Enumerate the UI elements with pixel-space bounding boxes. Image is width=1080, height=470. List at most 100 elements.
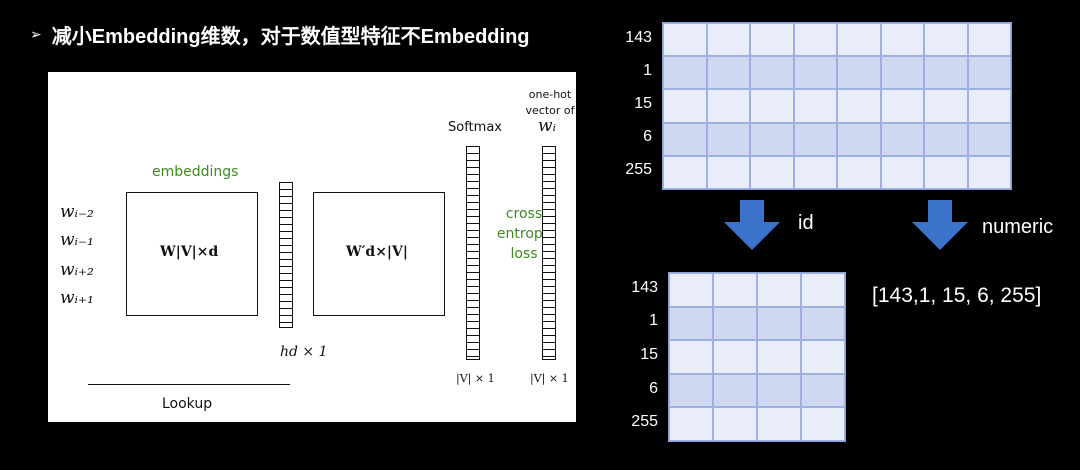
down-arrow-id-icon [724, 200, 780, 250]
table-cell [750, 122, 794, 156]
table-cell [967, 155, 1011, 189]
table-cell [713, 306, 757, 341]
numeric-label: numeric [982, 216, 1054, 238]
table-cell [663, 56, 707, 90]
slide-title-text: 减小Embedding维数，对于数值型特征不Embedding [51, 26, 530, 48]
table-cell [713, 340, 757, 374]
table-cell [750, 23, 794, 57]
table-cell [793, 89, 837, 123]
table-row-label: 255 [631, 413, 658, 431]
table-cell [757, 407, 801, 441]
table-cell [757, 340, 801, 374]
slide-title: ➢ 减小Embedding维数，对于数值型特征不Embedding [30, 20, 530, 49]
table-cell [669, 373, 713, 408]
table-row-label: 143 [625, 28, 652, 46]
table-row-label: 6 [643, 128, 652, 146]
table-cell [801, 407, 845, 441]
bullet-arrow-icon: ➢ [30, 26, 42, 42]
table-cell [801, 340, 845, 374]
table-cell [880, 89, 924, 123]
table-cell [801, 273, 845, 307]
one-hot-vector [542, 146, 556, 360]
table-cell [706, 122, 750, 156]
table-cell [880, 122, 924, 156]
entropy-label: entropy [496, 226, 552, 242]
table-cell [880, 155, 924, 189]
input-word-2: wᵢ₋₁ [60, 230, 94, 250]
embeddings-label: embeddings [152, 164, 239, 180]
input-word-4: wᵢ₊₁ [60, 288, 94, 308]
table-cell [669, 340, 713, 374]
hidden-vector-label: hd × 1 [280, 344, 328, 360]
input-word-1: wᵢ₋₂ [60, 202, 94, 222]
table-cell [706, 89, 750, 123]
table-cell [880, 23, 924, 57]
table-cell [967, 122, 1011, 156]
table-cell [967, 56, 1011, 90]
id-label: id [798, 212, 814, 234]
table-cell [750, 89, 794, 123]
table-cell [757, 306, 801, 341]
table-cell [793, 23, 837, 57]
table-cell [757, 373, 801, 408]
table-cell [837, 122, 881, 156]
table-cell [793, 155, 837, 189]
table-row-label: 1 [643, 61, 652, 79]
embedding-matrix-w [126, 192, 258, 316]
one-hot-label: one-hot [528, 88, 572, 101]
softmax-dim-label: |V| × 1 [456, 372, 495, 385]
loss-label: loss [510, 246, 538, 262]
table-cell [750, 56, 794, 90]
bottom-embedding-table [668, 272, 846, 442]
table-cell [967, 23, 1011, 57]
table-row-label: 15 [640, 346, 658, 363]
table-cell [663, 23, 707, 57]
table-row-label: 143 [631, 278, 658, 296]
table-cell [669, 306, 713, 341]
down-arrow-numeric-icon [912, 200, 968, 250]
table-cell [706, 155, 750, 189]
table-cell [663, 155, 707, 189]
table-row-label: 255 [625, 161, 652, 179]
table-cell [757, 273, 801, 307]
table-cell [837, 155, 881, 189]
table-cell [669, 273, 713, 307]
table-cell [924, 23, 968, 57]
table-cell [663, 122, 707, 156]
table-cell [713, 373, 757, 408]
table-cell [880, 56, 924, 90]
table-cell [663, 89, 707, 123]
table-cell [801, 306, 845, 341]
lookup-line [88, 384, 290, 385]
word2vec-diagram-panel: wᵢ₋₂ wᵢ₋₁ wᵢ₊₂ wᵢ₊₁ embeddings W|V|×d hd… [48, 72, 576, 422]
output-matrix-w-prime [313, 192, 445, 316]
table-cell [713, 407, 757, 441]
input-word-3: wᵢ₊₂ [60, 260, 94, 280]
table-cell [669, 407, 713, 441]
table-cell [837, 89, 881, 123]
table-row-label: 6 [649, 379, 658, 397]
table-cell [793, 56, 837, 90]
table-cell [750, 155, 794, 189]
table-row-label: 1 [649, 312, 658, 330]
hidden-vector [279, 182, 293, 328]
lookup-label: Lookup [162, 396, 213, 412]
top-embedding-table [662, 22, 1012, 190]
table-cell [706, 56, 750, 90]
table-cell [793, 122, 837, 156]
target-word-label: wᵢ [538, 116, 556, 136]
matrix-w-label: W|V|×d [160, 244, 219, 260]
table-cell [924, 89, 968, 123]
one-hot-dim-label: |V| × 1 [530, 372, 569, 385]
softmax-vector [466, 146, 480, 360]
table-cell [967, 89, 1011, 123]
table-cell [924, 155, 968, 189]
table-cell [837, 56, 881, 90]
cross-label: cross [505, 206, 543, 222]
numeric-result: [143,1, 15, 6, 255] [872, 284, 1042, 307]
table-cell [924, 122, 968, 156]
table-cell [706, 23, 750, 57]
matrix-w-prime-label: W′d×|V| [346, 244, 408, 260]
table-cell [837, 23, 881, 57]
table-row-label: 15 [634, 95, 652, 112]
